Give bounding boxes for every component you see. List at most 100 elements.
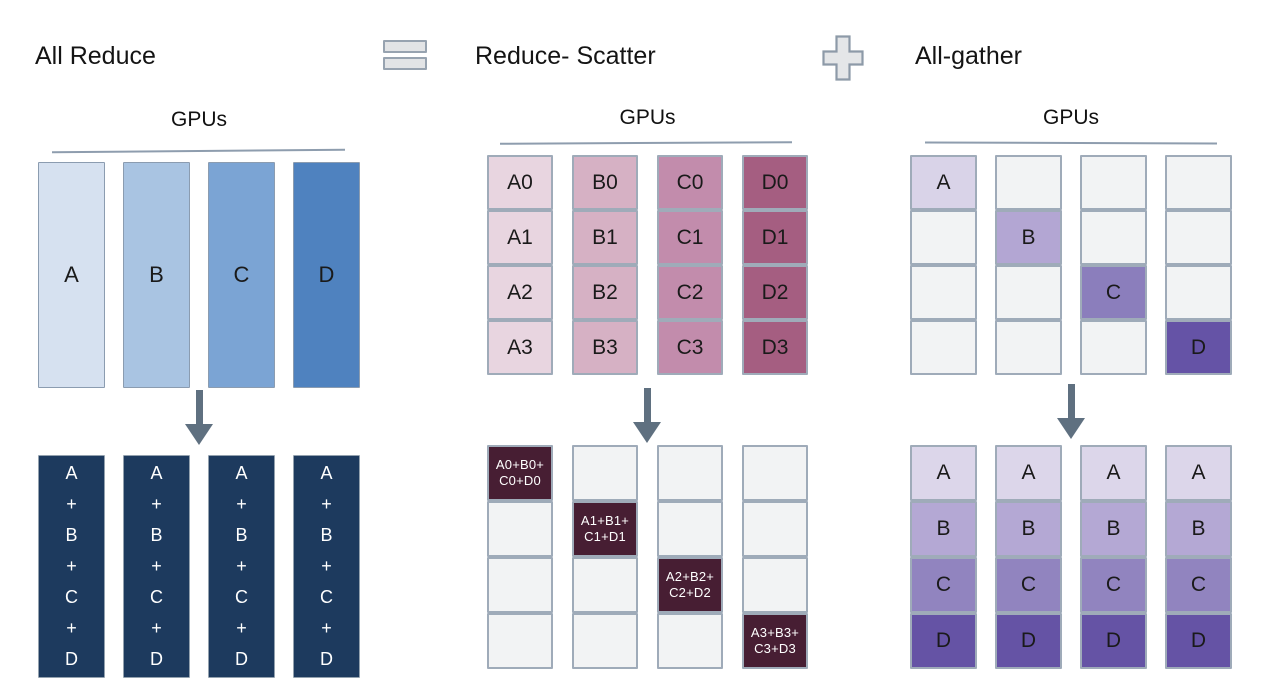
rs-output-column: A0+B0+ C0+D0	[487, 445, 553, 669]
gathered-chunk-cell-D: D	[995, 613, 1062, 669]
empty-cell	[487, 501, 553, 557]
gpu-column-A: A	[38, 162, 105, 388]
rs-output-column: A1+B1+ C1+D1	[572, 445, 638, 669]
chunk-cell-A: A	[910, 155, 977, 210]
arrow-shaft	[195, 390, 203, 424]
ag-input-column: C	[1080, 155, 1147, 375]
grid-cell-C2: C2	[657, 265, 723, 320]
gpus-underline-all-gather	[924, 141, 1218, 145]
grid-cell-D2: D2	[742, 265, 808, 320]
ag-input-column: B	[995, 155, 1062, 375]
gathered-chunk-cell-B: B	[910, 501, 977, 557]
gathered-chunk-cell-B: B	[1080, 501, 1147, 557]
chunk-cell-C: C	[1080, 265, 1147, 320]
chunk-cell-B: B	[995, 210, 1062, 265]
gathered-chunk-cell-C: C	[995, 557, 1062, 613]
all-reduce-result-column: A + B + C + D	[293, 455, 360, 678]
grid-cell-D1: D1	[742, 210, 808, 265]
empty-cell	[572, 557, 638, 613]
empty-cell	[995, 155, 1062, 210]
gathered-chunk-cell-D: D	[1165, 613, 1232, 669]
down-arrow-all-gather	[1057, 384, 1085, 439]
empty-cell	[742, 557, 808, 613]
reduced-chunk-cell: A2+B2+ C2+D2	[657, 557, 723, 613]
empty-cell	[995, 265, 1062, 320]
rs-output-column: A3+B3+ C3+D3	[742, 445, 808, 669]
reduced-chunk-cell: A1+B1+ C1+D1	[572, 501, 638, 557]
gpu-column-B: B	[123, 162, 190, 388]
gathered-chunk-cell-A: A	[1165, 445, 1232, 501]
gpus-underline-all-reduce	[51, 148, 346, 154]
gpu-column-C: C	[208, 162, 275, 388]
reduced-chunk-cell: A3+B3+ C3+D3	[742, 613, 808, 669]
grid-cell-D0: D0	[742, 155, 808, 210]
empty-cell	[1080, 155, 1147, 210]
empty-cell	[910, 265, 977, 320]
grid-cell-D3: D3	[742, 320, 808, 375]
grid-cell-B3: B3	[572, 320, 638, 375]
grid-cell-C3: C3	[657, 320, 723, 375]
rs-output-column: A2+B2+ C2+D2	[657, 445, 723, 669]
arrow-shaft	[1067, 384, 1075, 418]
grid-cell-A0: A0	[487, 155, 553, 210]
gpus-label-all-reduce: GPUs	[170, 108, 227, 131]
all-gather-title: All-gather	[915, 42, 1022, 70]
grid-cell-C0: C0	[657, 155, 723, 210]
arrow-head	[185, 424, 213, 445]
down-arrow-all-reduce	[185, 390, 213, 445]
empty-cell	[1165, 265, 1232, 320]
empty-cell	[995, 320, 1062, 375]
chunk-cell-D: D	[1165, 320, 1232, 375]
empty-cell	[742, 501, 808, 557]
all-reduce-result-column: A + B + C + D	[208, 455, 275, 678]
reduced-chunk-cell: A0+B0+ C0+D0	[487, 445, 553, 501]
equals-icon	[383, 40, 427, 70]
grid-cell-B2: B2	[572, 265, 638, 320]
empty-cell	[572, 445, 638, 501]
empty-cell	[1165, 210, 1232, 265]
empty-cell	[1165, 155, 1232, 210]
all-reduce-output-columns: A + B + C + D A + B + C + D A + B + C + D A…	[38, 455, 360, 678]
arrow-head	[633, 422, 661, 443]
all-reduce-result-column: A + B + C + D	[123, 455, 190, 678]
gpus-label-all-gather: GPUs	[1042, 106, 1099, 129]
grid-cell-A2: A2	[487, 265, 553, 320]
empty-cell	[487, 613, 553, 669]
arrow-shaft	[643, 388, 651, 422]
gathered-chunk-cell-A: A	[995, 445, 1062, 501]
grid-cell-A1: A1	[487, 210, 553, 265]
gathered-chunk-cell-B: B	[995, 501, 1062, 557]
gathered-chunk-cell-A: A	[910, 445, 977, 501]
gpu-column-D: D	[293, 162, 360, 388]
grid-cell-B1: B1	[572, 210, 638, 265]
grid-cell-A3: A3	[487, 320, 553, 375]
all-reduce-result-column: A + B + C + D	[38, 455, 105, 678]
empty-cell	[1080, 210, 1147, 265]
empty-cell	[657, 501, 723, 557]
gathered-chunk-cell-A: A	[1080, 445, 1147, 501]
equals-bar-bottom	[383, 57, 427, 70]
empty-cell	[1080, 320, 1147, 375]
equals-bar-top	[383, 40, 427, 53]
all-reduce-title: All Reduce	[35, 42, 156, 70]
gathered-chunk-cell-D: D	[910, 613, 977, 669]
gathered-chunk-cell-C: C	[910, 557, 977, 613]
gathered-chunk-cell-C: C	[1080, 557, 1147, 613]
plus-icon	[822, 35, 864, 86]
grid-cell-B0: B0	[572, 155, 638, 210]
arrow-head	[1057, 418, 1085, 439]
empty-cell	[487, 557, 553, 613]
empty-cell	[657, 445, 723, 501]
grid-cell-C1: C1	[657, 210, 723, 265]
empty-cell	[742, 445, 808, 501]
